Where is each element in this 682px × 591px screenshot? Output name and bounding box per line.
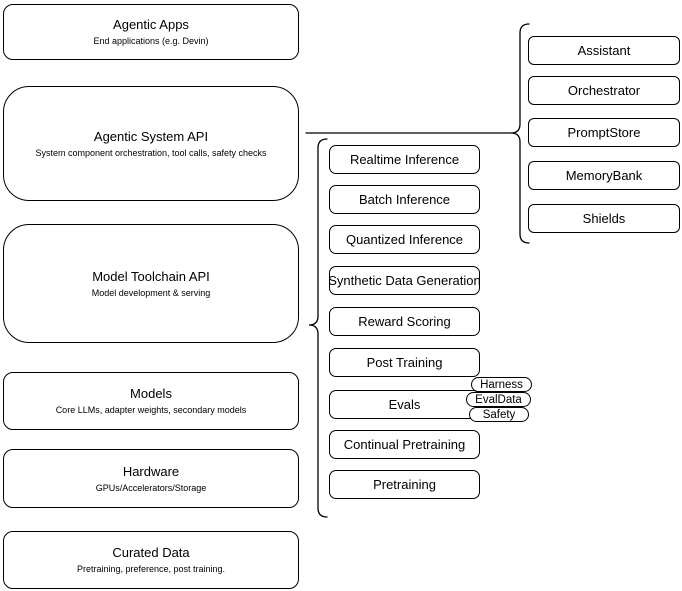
node-label: Assistant xyxy=(577,43,631,58)
tag-safety: Safety xyxy=(469,407,529,422)
node-realtime-inference: Realtime Inference xyxy=(329,145,480,174)
node-hardware: Hardware GPUs/Accelerators/Storage xyxy=(3,449,299,508)
node-label: Orchestrator xyxy=(567,83,641,98)
node-models: Models Core LLMs, adapter weights, secon… xyxy=(3,372,299,430)
tag-label: Safety xyxy=(482,408,516,421)
node-agentic-apps: Agentic Apps End applications (e.g. Devi… xyxy=(3,4,299,60)
node-model-toolchain-api: Model Toolchain API Model development & … xyxy=(3,224,299,343)
node-memorybank: MemoryBank xyxy=(528,161,680,190)
node-label: Batch Inference xyxy=(358,192,451,207)
node-subtitle: Pretraining, preference, post training. xyxy=(76,564,226,574)
tag-label: Harness xyxy=(480,378,523,391)
node-label: Continual Pretraining xyxy=(343,437,466,452)
node-agentic-system-api: Agentic System API System component orch… xyxy=(3,86,299,201)
node-title: Agentic System API xyxy=(93,128,209,144)
node-title: Curated Data xyxy=(112,545,190,560)
node-label: Shields xyxy=(582,211,626,226)
node-label: Reward Scoring xyxy=(358,314,451,329)
node-subtitle: Core LLMs, adapter weights, secondary mo… xyxy=(55,405,247,415)
system-brace xyxy=(510,23,530,244)
node-label: Pretraining xyxy=(373,477,436,492)
node-title: Model Toolchain API xyxy=(92,268,210,284)
node-subtitle: End applications (e.g. Devin) xyxy=(93,36,209,46)
node-label: PromptStore xyxy=(567,125,641,140)
node-subtitle: System component orchestration, tool cal… xyxy=(35,147,267,158)
node-title: Hardware xyxy=(122,463,180,479)
node-curated-data: Curated Data Pretraining, preference, po… xyxy=(3,531,299,589)
tag-evaldata: EvalData xyxy=(466,392,531,407)
tag-harness: Harness xyxy=(471,377,532,392)
node-post-training: Post Training xyxy=(329,348,480,377)
node-quantized-inference: Quantized Inference xyxy=(329,225,480,254)
node-label: Post Training xyxy=(366,355,443,370)
node-synthetic-data-generation: Synthetic Data Generation xyxy=(328,266,481,295)
node-shields: Shields xyxy=(528,204,680,233)
node-subtitle: Model development & serving xyxy=(91,287,211,298)
node-label: Evals xyxy=(388,397,421,412)
toolchain-brace xyxy=(308,138,328,518)
node-label: Realtime Inference xyxy=(349,152,460,167)
node-pretraining: Pretraining xyxy=(329,470,480,499)
node-label: Synthetic Data Generation xyxy=(328,273,481,288)
node-label: MemoryBank xyxy=(565,168,643,183)
node-promptstore: PromptStore xyxy=(528,118,680,147)
node-batch-inference: Batch Inference xyxy=(329,185,480,214)
node-reward-scoring: Reward Scoring xyxy=(329,307,480,336)
node-assistant: Assistant xyxy=(528,36,680,65)
node-title: Models xyxy=(130,386,172,401)
node-orchestrator: Orchestrator xyxy=(528,76,680,105)
tag-label: EvalData xyxy=(475,393,522,406)
node-evals: Evals xyxy=(329,390,480,419)
node-subtitle: GPUs/Accelerators/Storage xyxy=(95,482,207,493)
node-continual-pretraining: Continual Pretraining xyxy=(329,430,480,459)
node-title: Agentic Apps xyxy=(113,17,189,32)
node-label: Quantized Inference xyxy=(345,232,464,247)
